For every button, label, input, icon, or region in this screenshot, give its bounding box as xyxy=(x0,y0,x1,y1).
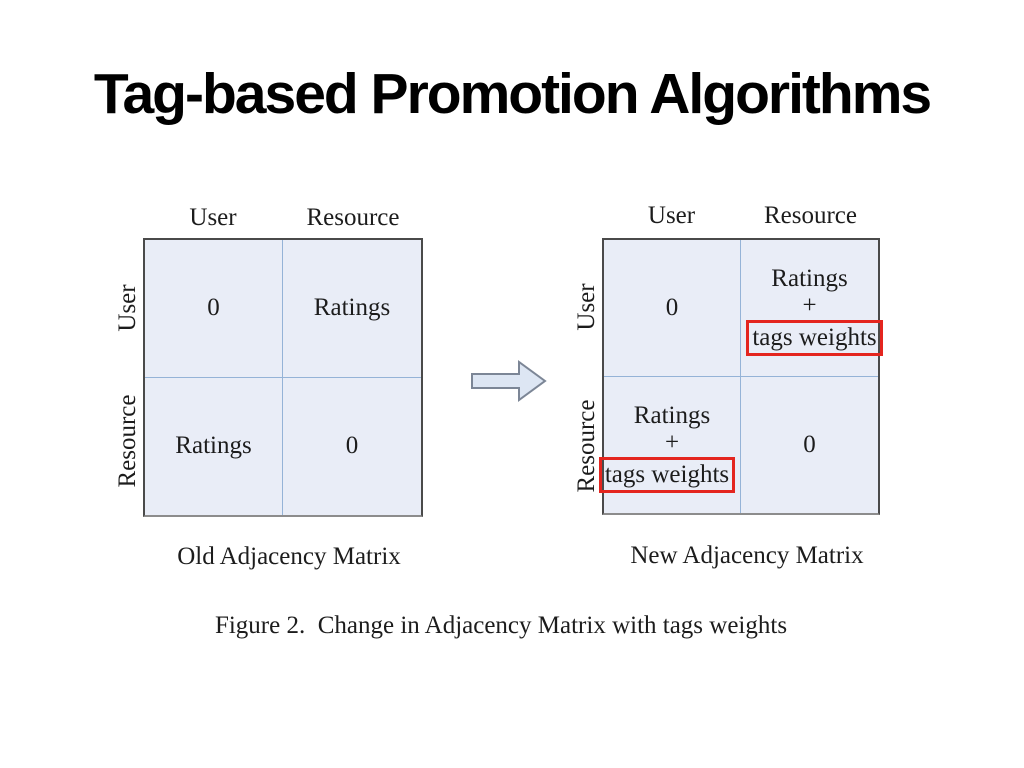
plus-operator: + xyxy=(664,429,680,457)
old-matrix-cell-resource-user: Ratings xyxy=(145,377,283,515)
old-adjacency-matrix: 0 Ratings Ratings 0 xyxy=(143,238,423,517)
new-matrix-col-header-resource: Resource xyxy=(763,202,858,229)
new-matrix-cell-resource-user: Ratings + tags weights xyxy=(598,376,741,513)
old-matrix-cell-user-user: 0 xyxy=(145,240,283,378)
plus-operator: + xyxy=(802,292,817,320)
ratings-label: Ratings xyxy=(771,265,848,293)
old-matrix-cell-user-resource: Ratings xyxy=(283,240,421,378)
old-matrix-row-header-resource: Resource xyxy=(114,394,141,488)
new-adjacency-matrix: 0 Ratings + tags weights Ratings + tags … xyxy=(598,238,883,515)
new-matrix-row-header-resource: Resource xyxy=(573,399,600,493)
new-matrix-col-header-user: User xyxy=(647,202,696,229)
old-matrix-col-header-resource: Resource xyxy=(306,204,400,231)
new-matrix-caption: New Adjacency Matrix xyxy=(630,542,864,569)
slide-title: Tag-based Promotion Algorithms xyxy=(93,62,932,126)
old-matrix-cell-resource-resource: 0 xyxy=(345,432,359,460)
new-matrix-cell-resource-resource: 0 xyxy=(803,430,816,458)
old-matrix-caption: Old Adjacency Matrix xyxy=(177,543,401,570)
old-matrix-col-header-user: User xyxy=(189,204,237,231)
old-matrix-row-header-user: User xyxy=(114,284,141,332)
tags-weights-highlight-box: tags weights xyxy=(746,320,883,357)
tags-weights-highlight-box: tags weights xyxy=(598,457,736,494)
new-matrix-cell-user-resource: Ratings + tags weights xyxy=(741,240,883,377)
ratings-label: Ratings xyxy=(633,402,711,430)
figure-caption: Figure 2. Change in Adjacency Matrix wit… xyxy=(214,612,788,639)
new-matrix-row-header-user: User xyxy=(573,283,600,331)
right-block-arrow-icon xyxy=(471,360,547,402)
new-matrix-cell-user-user: 0 xyxy=(604,240,741,377)
